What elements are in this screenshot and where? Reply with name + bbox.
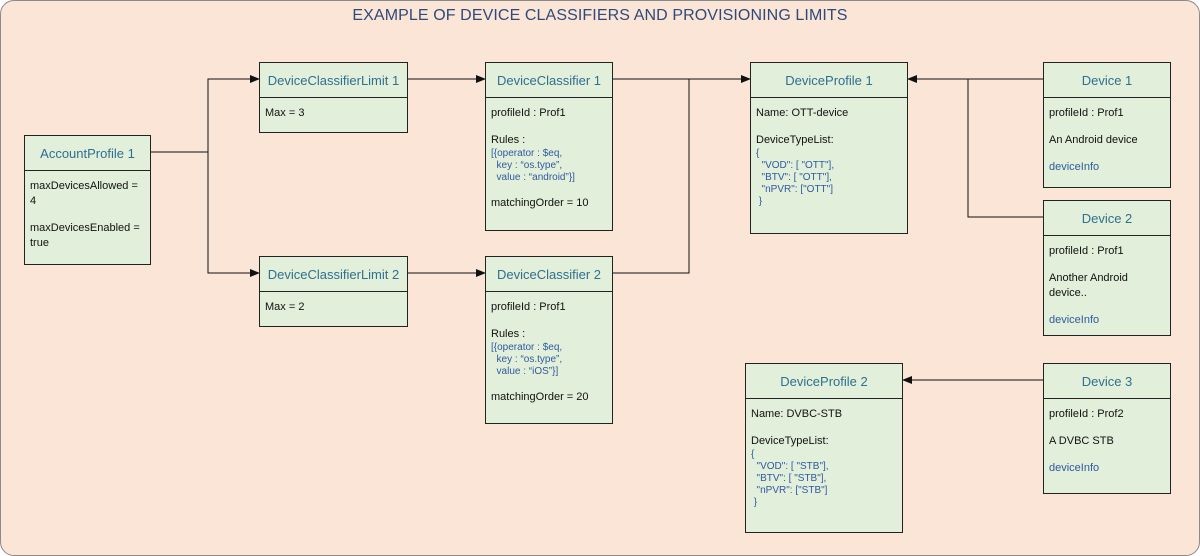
classifier-limit-1-title: DeviceClassifierLimit 1 bbox=[260, 63, 407, 98]
device-3-info: deviceInfo bbox=[1049, 462, 1100, 474]
device-profile-1-title: DeviceProfile 1 bbox=[751, 63, 907, 98]
classifier-limit-2-title: DeviceClassifierLimit 2 bbox=[260, 257, 407, 292]
device-1-description: An Android device bbox=[1049, 134, 1138, 146]
device-2-profile: profileId : Prof1 bbox=[1049, 245, 1124, 257]
device-profile-2-list: { "VOD": [ "STB"], "BTV": [ "STB"], "nPV… bbox=[751, 449, 829, 508]
classifier-2-box[interactable]: DeviceClassifier 2 profileId : Prof1 Rul… bbox=[485, 256, 613, 424]
classifier-1-rules: [{operator : $eq, key : “os.type”, value… bbox=[491, 148, 575, 183]
classifier-2-rules-label: Rules : bbox=[491, 328, 526, 340]
max-devices-enabled: maxDevicesEnabled = true bbox=[30, 222, 140, 249]
classifier-limit-2-max: Max = 2 bbox=[265, 301, 305, 313]
connector-device2-to-profile1 bbox=[967, 79, 1043, 218]
device-profile-2-name: Name: DVBC-STB bbox=[751, 408, 843, 420]
device-profile-1-box[interactable]: DeviceProfile 1 Name: OTT-device DeviceT… bbox=[750, 62, 908, 234]
classifier-1-order: matchingOrder = 10 bbox=[491, 197, 589, 209]
max-devices-allowed: maxDevicesAllowed = 4 bbox=[30, 180, 138, 207]
device-2-box[interactable]: Device 2 profileId : Prof1 Another Andro… bbox=[1043, 200, 1171, 336]
classifier-2-order: matchingOrder = 20 bbox=[491, 391, 589, 403]
device-1-info: deviceInfo bbox=[1049, 161, 1100, 173]
classifier-1-box[interactable]: DeviceClassifier 1 profileId : Prof1 Rul… bbox=[485, 62, 613, 231]
classifier-1-profile: profileId : Prof1 bbox=[491, 107, 566, 119]
device-2-title: Device 2 bbox=[1044, 201, 1170, 236]
device-1-profile: profileId : Prof1 bbox=[1049, 107, 1124, 119]
classifier-limit-1-max: Max = 3 bbox=[265, 107, 305, 119]
device-profile-2-box[interactable]: DeviceProfile 2 Name: DVBC-STB DeviceTyp… bbox=[745, 363, 903, 533]
classifier-2-profile: profileId : Prof1 bbox=[491, 301, 566, 313]
device-2-info: deviceInfo bbox=[1049, 314, 1100, 326]
device-3-box[interactable]: Device 3 profileId : Prof2 A DVBC STB de… bbox=[1043, 363, 1171, 494]
connector-account-to-limit2 bbox=[207, 152, 260, 277]
connector-account-to-limit1 bbox=[150, 75, 260, 153]
classifier-limit-1-box[interactable]: DeviceClassifierLimit 1 Max = 3 bbox=[259, 62, 408, 133]
account-profile-title: AccountProfile 1 bbox=[25, 136, 150, 171]
device-3-description: A DVBC STB bbox=[1049, 435, 1114, 447]
account-profile-box[interactable]: AccountProfile 1 maxDevicesAllowed = 4 m… bbox=[24, 135, 151, 265]
device-profile-1-list-label: DeviceTypeList: bbox=[756, 134, 834, 146]
classifier-1-rules-label: Rules : bbox=[491, 134, 526, 146]
device-2-description: Another Android device.. bbox=[1049, 272, 1128, 299]
classifier-2-rules: [{operator : $eq, key : “os.type”, value… bbox=[491, 342, 563, 377]
classifier-2-title: DeviceClassifier 2 bbox=[486, 257, 612, 292]
device-3-profile: profileId : Prof2 bbox=[1049, 408, 1124, 420]
diagram-title: EXAMPLE OF DEVICE CLASSIFIERS AND PROVIS… bbox=[352, 7, 848, 24]
device-profile-1-name: Name: OTT-device bbox=[756, 107, 849, 119]
device-3-title: Device 3 bbox=[1044, 364, 1170, 399]
classifier-1-title: DeviceClassifier 1 bbox=[486, 63, 612, 98]
connector-classifier2-to-profile1 bbox=[613, 79, 690, 274]
device-profile-2-list-label: DeviceTypeList: bbox=[751, 435, 829, 447]
device-1-title: Device 1 bbox=[1044, 63, 1170, 98]
device-profile-2-title: DeviceProfile 2 bbox=[746, 364, 902, 399]
classifier-limit-2-box[interactable]: DeviceClassifierLimit 2 Max = 2 bbox=[259, 256, 408, 327]
device-1-box[interactable]: Device 1 profileId : Prof1 An Android de… bbox=[1043, 62, 1171, 188]
device-profile-1-list: { "VOD": [ "OTT"], "BTV": [ "OTT"], "nPV… bbox=[756, 148, 835, 207]
